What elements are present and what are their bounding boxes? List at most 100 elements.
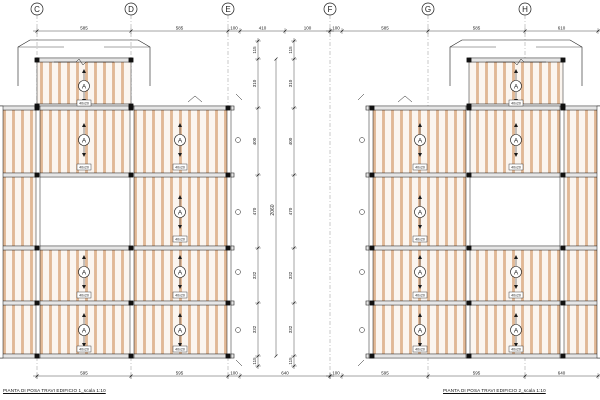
bay-r2-c1-joist	[49, 248, 52, 303]
section-tag-4-text: 40x20	[79, 294, 89, 298]
section-tag-5-box	[172, 291, 188, 299]
section-tag-3-text: 40x20	[415, 238, 425, 242]
bay-r2-c2-joist	[206, 248, 209, 303]
bay-r2-c1-joist	[485, 248, 488, 303]
column	[225, 105, 231, 111]
beam-mark-r2b-arrowhead	[418, 285, 422, 289]
bay-r0-c2-joist	[373, 108, 376, 175]
top-bay-joist	[40, 60, 43, 106]
bay-r2-c1-joist	[530, 248, 533, 303]
beam-mark-r2-circle	[510, 266, 522, 278]
bay-r2-c2-joist	[143, 248, 146, 303]
column-top	[128, 57, 134, 63]
column	[225, 300, 231, 306]
section-tag-7-text: 40x20	[175, 348, 185, 352]
bay-r1-c0-joist	[12, 175, 15, 248]
bay-r3-c2-joist	[215, 303, 218, 356]
caption-building-1: PIANTA DI POSA TRAVI EDIFICIO 1_scala 1:…	[3, 388, 106, 393]
column	[466, 353, 472, 359]
column-top	[560, 103, 566, 109]
top-bay-joist	[548, 60, 551, 106]
dim-vert-right-value: 310	[288, 79, 293, 87]
bay-r3-c2-joist	[400, 303, 403, 356]
column	[560, 353, 566, 359]
beam-mark-r0b-arrowhead	[418, 153, 422, 157]
beam-mark-r1-circle	[174, 206, 186, 218]
bay-r0-c2-joist	[409, 108, 412, 175]
dim-top-left-value: 100	[304, 26, 312, 31]
beam-mark-r0b-circle	[174, 134, 186, 146]
column	[369, 172, 375, 178]
bay-r0-c1-joist	[557, 108, 560, 175]
column-top	[128, 103, 134, 109]
bay-r3-c2-joist	[427, 303, 430, 356]
beam-mark-r0-arrowhead	[514, 153, 518, 157]
corner-tick	[235, 359, 243, 367]
beam-mark-r0b-text: A	[418, 137, 423, 144]
bay-r0-c2-joist	[134, 108, 137, 175]
dim-top-left-value: 100	[230, 26, 238, 31]
building-2-mirror-wrap: AAAAAAAA40x2040x2040x2040x2040x2040x2040…	[357, 39, 600, 367]
beam-mark-r3b-arrowhead	[418, 343, 422, 347]
beam-mark-top-circle	[510, 80, 522, 92]
roof-gable-outline	[449, 39, 583, 86]
bay-r1-c0-joist	[567, 175, 570, 248]
bay-r1-c2-joist	[436, 175, 439, 248]
section-tag-4-text: 40x20	[511, 294, 521, 298]
dim-top-right-value: 100	[332, 26, 340, 31]
bay-r1-c0-joist	[30, 175, 33, 248]
bay-r1-c0-joist	[21, 175, 24, 248]
vertical-beam-0	[596, 105, 600, 359]
bay-r2-c1-joist	[503, 248, 506, 303]
column	[34, 245, 40, 251]
bay-r0-c2-joist	[382, 108, 385, 175]
top-bay-joist	[521, 60, 524, 106]
beam-mark-r0-circle	[78, 134, 90, 146]
section-tag-4-box	[76, 291, 92, 299]
beam-mark-top-arrowhead	[82, 69, 86, 73]
bay-r2-c1-joist	[476, 248, 479, 303]
dim-vert-left-value: 332	[252, 325, 257, 333]
bay-r2-c2-joist	[445, 248, 448, 303]
bay-r2-c0-joist	[567, 248, 570, 303]
section-break-line	[54, 58, 114, 66]
beam-mark-r2-circle	[78, 266, 90, 278]
roof-gable-outline	[17, 39, 151, 86]
gable-symbol	[187, 95, 203, 103]
beam-mark-r2b-arrowhead	[178, 255, 182, 259]
bay-r1-c2-joist	[152, 175, 155, 248]
bay-r1-c2-joist	[391, 175, 394, 248]
beam-mark-r0-arrowhead	[514, 123, 518, 127]
grid-axis-label-g: G	[425, 5, 431, 14]
bay-r0-c1-joist	[40, 108, 43, 175]
vertical-beam-1	[35, 105, 41, 359]
dim-vert-left-value: 115	[252, 46, 257, 54]
bay-r1-c2-joist	[373, 175, 376, 248]
beam-mark-r2b-arrowhead	[418, 255, 422, 259]
bay-r0-c2-joist	[463, 108, 466, 175]
bay-r3-c1-joist	[121, 303, 124, 356]
bay-r3-c1-joist	[539, 303, 542, 356]
bay-r0-c0-joist	[585, 108, 588, 175]
bay-r3-c2-joist	[409, 303, 412, 356]
bay-r2-c2-joist	[382, 248, 385, 303]
section-tag-2-box	[172, 163, 188, 171]
bay-r2-c2-joist	[427, 248, 430, 303]
bay-r3-c1-joist	[112, 303, 115, 356]
bay-r0-c1-joist	[103, 108, 106, 175]
bay-r0-c1-joist	[548, 108, 551, 175]
anchor-bolt-circle	[359, 209, 365, 215]
bay-r2-c2-joist	[152, 248, 155, 303]
bay-r0-c2-joist	[170, 108, 173, 175]
bay-r0-c2-joist	[143, 108, 146, 175]
column	[225, 353, 231, 359]
column	[128, 353, 134, 359]
bay-r1-c2-joist	[427, 175, 430, 248]
top-bay-joist	[58, 60, 61, 106]
corner-tick	[357, 359, 365, 367]
bay-r2-c0-joist	[576, 248, 579, 303]
beam-mark-r3b-text: A	[418, 327, 423, 334]
bay-r2-c2-joist	[134, 248, 137, 303]
beam-mark-r3-circle	[78, 324, 90, 336]
